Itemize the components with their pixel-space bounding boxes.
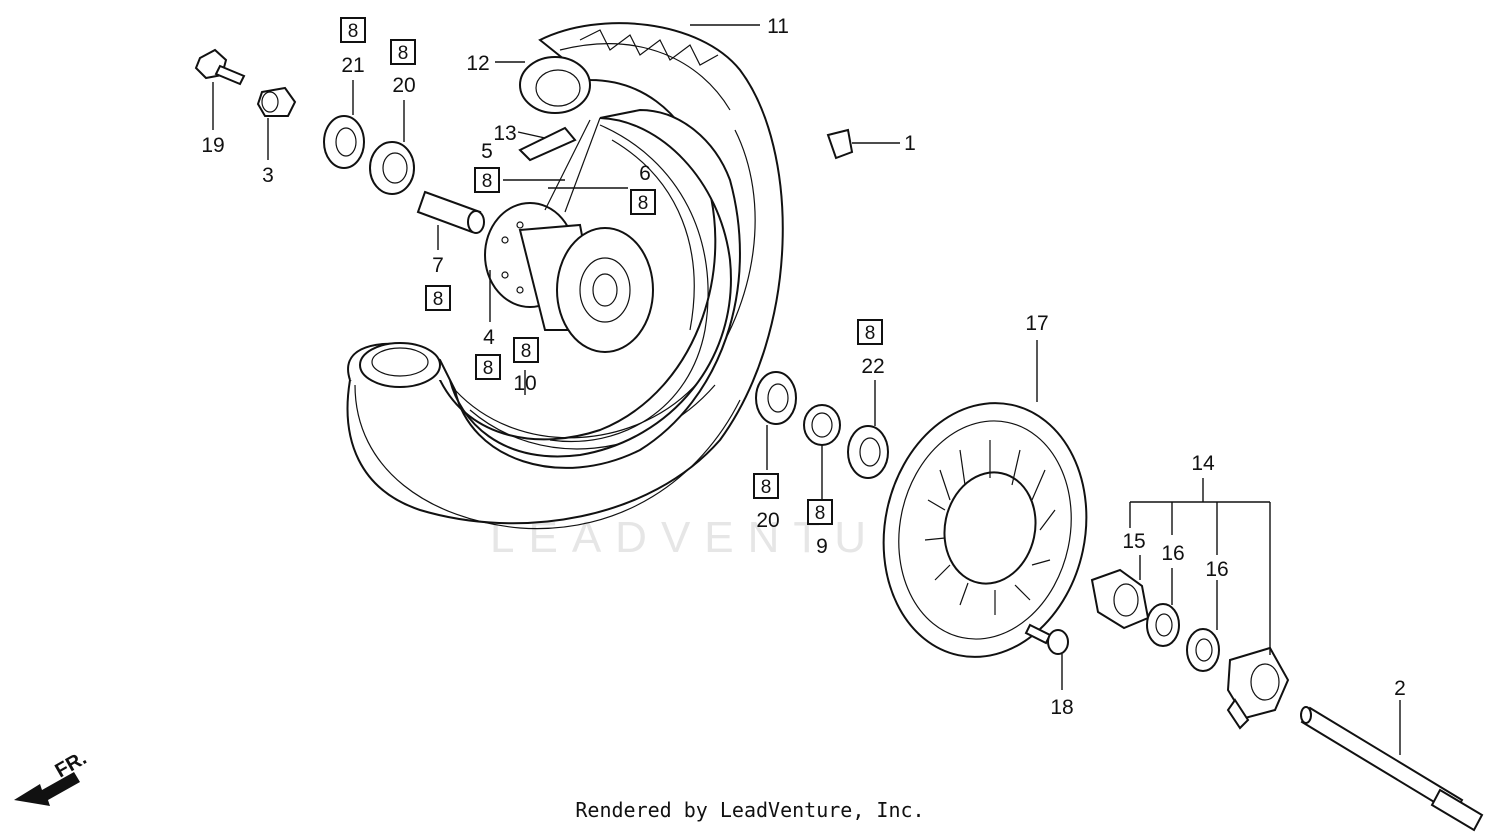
callout-1: 1 — [904, 132, 916, 155]
qty-marker: 8 — [340, 17, 366, 43]
callout-22: 22 — [861, 355, 884, 378]
leader-lines — [212, 24, 1401, 755]
qty-marker: 8 — [753, 473, 779, 499]
callout-20-upper: 20 — [392, 74, 415, 97]
callout-17: 17 — [1025, 312, 1048, 335]
dust-seal — [323, 115, 365, 169]
svg-text:8: 8 — [865, 323, 876, 344]
gearbox-retainer — [803, 404, 841, 446]
callout-20-lower: 20 — [756, 509, 779, 532]
svg-text:8: 8 — [761, 477, 772, 498]
qty-marker: 8 — [513, 337, 539, 363]
front-axle — [1300, 706, 1484, 832]
callout-12: 12 — [466, 52, 489, 75]
svg-text:8: 8 — [638, 193, 649, 214]
svg-text:8: 8 — [482, 171, 493, 192]
watermark-text: LEADVENTURE — [490, 513, 969, 562]
qty-marker: 8 — [807, 499, 833, 525]
callout-16b: 16 — [1205, 558, 1228, 581]
callout-10: 10 — [513, 372, 536, 395]
callout-2: 2 — [1394, 677, 1406, 700]
collar — [256, 86, 297, 117]
inner-tube — [519, 56, 591, 114]
svg-text:8: 8 — [815, 503, 826, 524]
bearing-upper — [369, 141, 415, 195]
render-credit: Rendered by LeadVenture, Inc. — [575, 798, 925, 822]
qty-marker: 8 — [425, 285, 451, 311]
callout-13: 13 — [493, 122, 516, 145]
svg-text:8: 8 — [521, 341, 532, 362]
valve-cap — [826, 128, 854, 160]
distance-collar — [416, 190, 485, 234]
callout-19: 19 — [201, 134, 224, 157]
svg-text:8: 8 — [348, 21, 359, 42]
front-direction-label: FR. — [52, 747, 91, 782]
callout-16a: 16 — [1161, 542, 1184, 565]
qty-marker: 8 — [390, 39, 416, 65]
oil-seal — [847, 425, 889, 479]
svg-text:8: 8 — [433, 289, 444, 310]
bolt — [194, 48, 246, 86]
qty-marker: 8 — [857, 319, 883, 345]
qty-marker: 8 — [474, 167, 500, 193]
callout-21: 21 — [341, 54, 364, 77]
washer-b — [1186, 628, 1220, 672]
bearing-lower — [755, 371, 797, 425]
callout-labels: 1 2 3 4 5 6 7 9 10 11 12 13 14 15 16 16 … — [201, 15, 1406, 719]
qty-marker: 8 — [630, 189, 656, 215]
callout-7: 7 — [432, 254, 444, 277]
callout-3: 3 — [262, 164, 274, 187]
washer-a — [1146, 603, 1180, 647]
svg-text:8: 8 — [398, 43, 409, 64]
disc-bolt — [1024, 623, 1069, 655]
callout-5: 5 — [481, 140, 493, 163]
qty-marker: 8 — [475, 354, 501, 380]
speedometer-gearbox — [1226, 646, 1290, 730]
rim-valve-hole — [359, 342, 441, 388]
callout-18: 18 — [1050, 696, 1073, 719]
callout-11: 11 — [767, 15, 789, 38]
wheel-rim — [347, 108, 741, 530]
hub-assembly — [484, 117, 654, 353]
callout-14: 14 — [1191, 452, 1215, 475]
rim-band — [518, 126, 577, 162]
callout-15: 15 — [1122, 530, 1145, 553]
callout-6: 6 — [639, 162, 651, 185]
svg-text:8: 8 — [483, 358, 494, 379]
callout-4: 4 — [483, 326, 495, 349]
brake-disc — [882, 402, 1088, 658]
qty-markers: 8 8 8 8 8 8 8 8 8 8 — [340, 17, 883, 525]
callout-9: 9 — [816, 535, 828, 558]
